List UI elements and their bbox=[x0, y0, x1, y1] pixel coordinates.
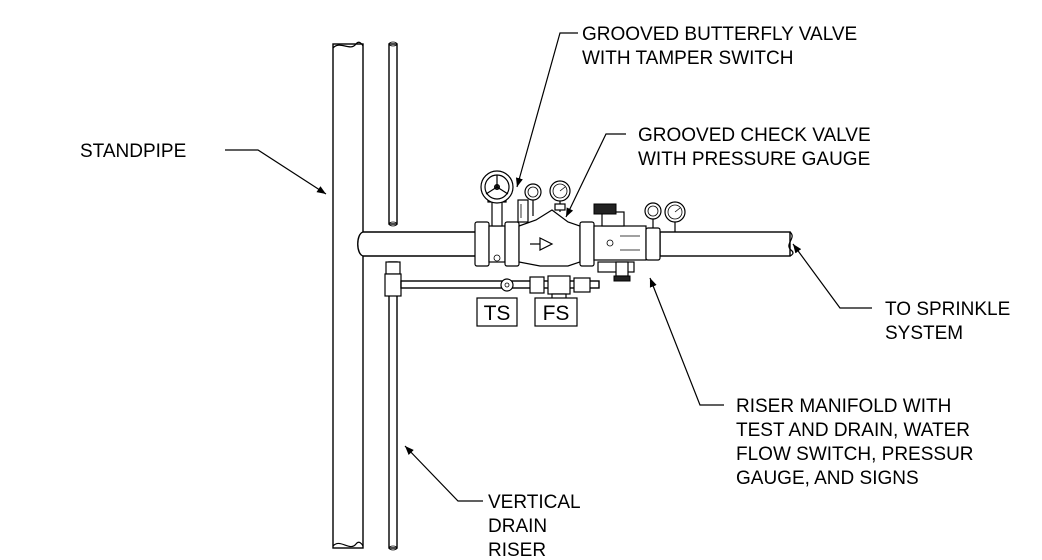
label-butterfly-line-2: WITH TAMPER SWITCH bbox=[582, 48, 793, 69]
label-drain-line-1: VERTICAL bbox=[488, 492, 581, 513]
label-check-valve: GROOVED CHECK VALVE WITH PRESSURE GAUGE bbox=[638, 125, 871, 170]
label-manifold-line-4: GAUGE, AND SIGNS bbox=[736, 468, 919, 489]
tag-ts-text: TS bbox=[484, 302, 511, 325]
standpipe bbox=[332, 41, 364, 549]
butterfly-valve bbox=[474, 170, 529, 267]
label-butterfly-valve: GROOVED BUTTERFLY VALVE WITH TAMPER SWIT… bbox=[582, 24, 857, 69]
leader-lines bbox=[225, 32, 872, 502]
label-drain-line-2: DRAIN bbox=[488, 516, 547, 537]
label-riser-manifold: RISER MANIFOLD WITH TEST AND DRAIN, WATE… bbox=[736, 396, 974, 489]
label-manifold-line-1: RISER MANIFOLD WITH bbox=[736, 396, 951, 417]
label-manifold-line-2: TEST AND DRAIN, WATER bbox=[736, 420, 970, 441]
label-sprinkler-line-2: SYSTEM bbox=[885, 323, 963, 344]
check-valve bbox=[518, 180, 595, 267]
tag-fs-text: FS bbox=[543, 302, 570, 325]
label-drain-line-3: RISER bbox=[488, 540, 546, 560]
label-check-line-1: GROOVED CHECK VALVE bbox=[638, 125, 871, 146]
label-check-line-2: WITH PRESSURE GAUGE bbox=[638, 149, 870, 170]
label-standpipe: STANDPIPE bbox=[80, 141, 186, 162]
label-sprinkler-line-1: TO SPRINKLE bbox=[885, 299, 1010, 320]
label-manifold-line-3: FLOW SWITCH, PRESSUR bbox=[736, 444, 974, 465]
drain-line bbox=[384, 261, 600, 307]
label-standpipe-line-1: STANDPIPE bbox=[80, 141, 186, 162]
tag-tamper-switch: TS bbox=[476, 297, 518, 327]
label-butterfly-line-1: GROOVED BUTTERFLY VALVE bbox=[582, 24, 857, 45]
tag-flow-switch: FS bbox=[534, 297, 578, 327]
main-horizontal-pipe bbox=[357, 231, 794, 257]
label-drain-riser: VERTICAL DRAIN RISER bbox=[488, 492, 581, 560]
label-to-sprinkler: TO SPRINKLE SYSTEM bbox=[885, 299, 1010, 344]
riser-manifold bbox=[593, 201, 686, 282]
